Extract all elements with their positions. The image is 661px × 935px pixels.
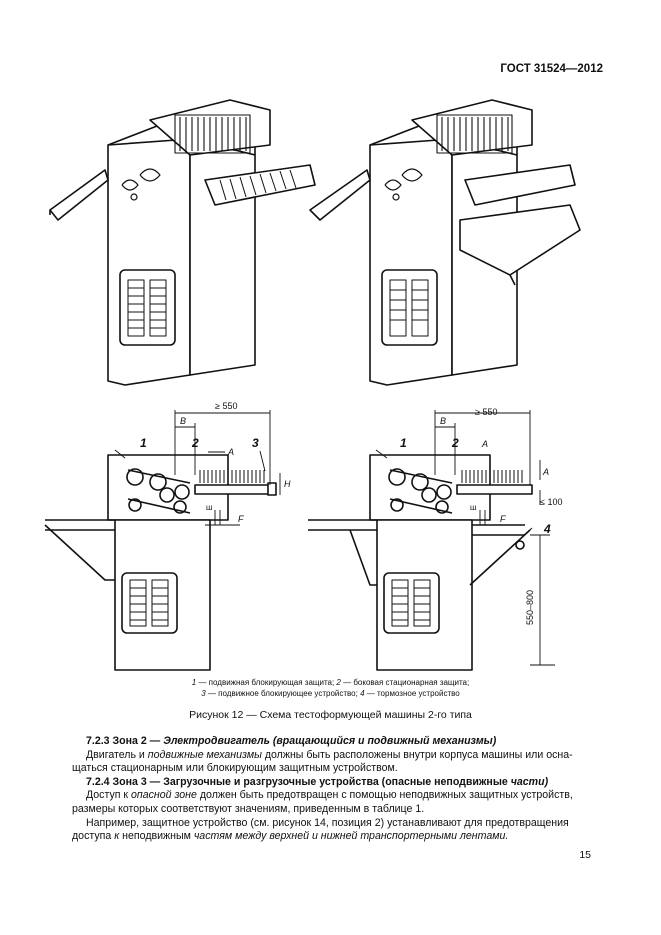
legend-num-2: 2 (336, 678, 341, 687)
p3-text-b: доступа (72, 830, 115, 843)
machine-schematic-left (44, 454, 277, 671)
dim-label-left-F: F (238, 514, 244, 524)
p2-text-a: Доступ к (86, 789, 132, 802)
section-7-2-3-number: 7.2.3 Зона 2 — (86, 735, 164, 747)
dimension-lines-right (375, 410, 555, 666)
legend-text-4: — тормозное устройство (364, 689, 460, 698)
paragraph-1-cont: щаться стационарным или блокирующим защи… (72, 762, 398, 775)
p3-text-e: частям между верхней и нижней транспорте… (193, 830, 509, 843)
dim-label-right-F: F (500, 514, 506, 524)
dimension-lines-left (114, 410, 281, 526)
section-7-2-3-title: Электродвигатель (вращающийся и подвижны… (163, 735, 497, 747)
paragraph-2-cont: размеры которых соответствуют значениям,… (72, 802, 425, 815)
figure-legend-line-1: 1 — подвижная блокирующая защита; 2 — бо… (0, 677, 661, 688)
paragraph-1: Двигатель и подвижные механизмы должны б… (72, 749, 592, 763)
paragraph-3: Например, защитное устройство (см. рисун… (86, 816, 569, 829)
p1-text-b: подвижные механизмы (147, 748, 262, 761)
callout-right-1: 1 (400, 436, 407, 450)
dim-label-right-s: ш (470, 503, 476, 512)
dim-label-left-A: A (227, 447, 234, 457)
section-7-2-4-title: части) (510, 775, 549, 788)
callout-right-4: 4 (543, 522, 551, 536)
figure-legend-line-2: 3 — подвижное блокирующее устройство; 4 … (0, 688, 661, 699)
dim-label-left-B: B (180, 416, 186, 426)
machine-schematic-right (308, 454, 533, 671)
legend-text-3: — подвижное блокирующее устройство; (205, 689, 361, 698)
p3-text-d: неподвижным (119, 830, 194, 843)
page-number: 15 (579, 849, 591, 861)
dim-label-right-A-side: A (542, 467, 549, 477)
p2-text-b: опасной зоне (131, 789, 197, 802)
callout-left-1: 1 (140, 436, 147, 450)
p1-text-c: должны быть расположены внутри корпуса м… (261, 748, 573, 761)
dim-label-right-le100: ≤ 100 (540, 497, 562, 507)
legend-text-2: — боковая стационарная защита; (340, 678, 470, 687)
legend-num-3: 3 (201, 689, 206, 698)
machine-perspective-left (49, 99, 316, 386)
figure-caption: Рисунок 12 — Схема тестоформующей машины… (189, 709, 472, 721)
dim-label-right-A-top: A (481, 439, 488, 449)
callout-left-2: 2 (191, 436, 199, 450)
section-7-2-4-number: 7.2.4 Зона 3 — Загрузочные и разгрузочны… (86, 775, 511, 788)
figure-12-drawings: ≥ 550 B A H F ш 1 2 3 ≥ 550 B A A F ш ≤ … (44, 99, 581, 671)
dim-label-left-550: ≥ 550 (215, 401, 237, 411)
dim-label-left-s: ш (206, 503, 212, 512)
callout-left-3: 3 (252, 436, 259, 450)
section-7-2-3-heading: 7.2.3 Зона 2 — Электродвигатель (вращающ… (72, 735, 592, 749)
section-7-2-4-heading: 7.2.4 Зона 3 — Загрузочные и разгрузочны… (72, 776, 592, 790)
body-text: 7.2.3 Зона 2 — Электродвигатель (вращающ… (72, 735, 592, 844)
dim-label-left-H: H (284, 479, 291, 489)
p3-text-c: к (114, 830, 120, 843)
p2-text-c: должен быть предотвращен с помощью непод… (196, 789, 573, 802)
dim-label-right-B: B (440, 416, 446, 426)
dim-label-right-range: 550–800 (525, 590, 535, 625)
dim-label-right-550: ≥ 550 (475, 407, 497, 417)
machine-perspective-right (309, 99, 581, 386)
p1-text-a: Двигатель и (86, 748, 148, 761)
legend-num-1: 1 (191, 678, 197, 687)
legend-num-4: 4 (360, 689, 365, 698)
document-code: ГОСТ 31524—2012 (500, 63, 603, 75)
paragraph-3-cont: доступа к неподвижным частям между верхн… (72, 830, 592, 844)
legend-text-1: — подвижная блокирующая защита; (196, 678, 337, 687)
callout-right-2: 2 (451, 436, 459, 450)
paragraph-2: Доступ к опасной зоне должен быть предот… (72, 789, 592, 803)
